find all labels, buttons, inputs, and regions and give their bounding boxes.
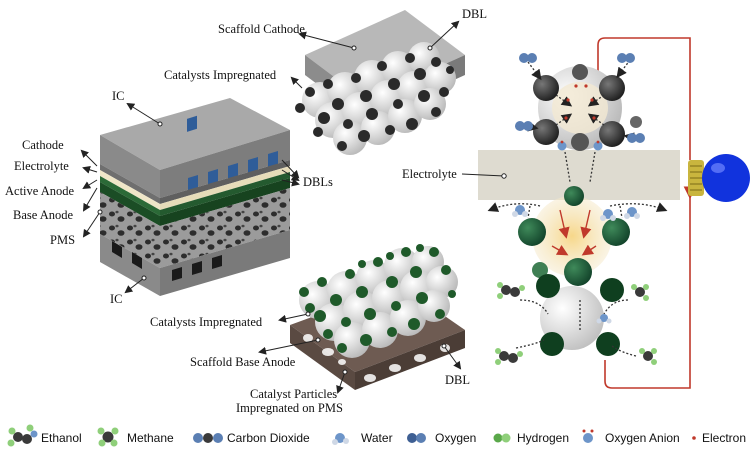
label-scaffold-base-anode: Scaffold Base Anode bbox=[190, 355, 296, 369]
cathode-catalyst bbox=[533, 75, 559, 101]
legend-label-carbon-dioxide: Carbon Dioxide bbox=[227, 431, 310, 445]
light-bulb-icon bbox=[688, 154, 750, 202]
label-dbl-top: DBL bbox=[462, 7, 487, 21]
label-ic-top: IC bbox=[112, 89, 125, 103]
fuel-molecules bbox=[495, 282, 657, 365]
hydrogen-molecule-icon bbox=[493, 433, 511, 443]
legend-label-oxygen: Oxygen bbox=[435, 431, 476, 445]
label-catalyst-particles-line2: Impregnated on PMS bbox=[236, 401, 343, 415]
scaffold-catalyst-dots bbox=[295, 53, 454, 151]
methane-molecule-icon bbox=[97, 427, 119, 447]
ic-top-front bbox=[100, 135, 160, 198]
oxygen-anion-icon bbox=[582, 429, 594, 443]
base-anode-layer bbox=[100, 182, 160, 226]
ethanol-molecule-icon bbox=[7, 424, 38, 447]
label-electrolyte: Electrolyte bbox=[14, 159, 69, 173]
carbon-dioxide-molecule-icon bbox=[193, 433, 223, 443]
oxygen-molecules-cathode bbox=[515, 53, 645, 143]
label-catalysts-impregnated-top: Catalysts Impregnated bbox=[164, 68, 277, 82]
legend: Ethanol Methane Carbon Dioxide Water Oxy… bbox=[7, 424, 746, 447]
label-active-anode: Active Anode bbox=[5, 184, 75, 198]
ic-bottom-side bbox=[160, 230, 290, 296]
ic-top-face bbox=[100, 98, 290, 170]
label-pms: PMS bbox=[50, 233, 75, 247]
legend-label-methane: Methane bbox=[127, 431, 174, 445]
label-dbls: DBLs bbox=[303, 175, 333, 189]
label-scaffold-cathode: Scaffold Cathode bbox=[218, 22, 305, 36]
legend-label-ethanol: Ethanol bbox=[41, 431, 82, 445]
label-catalysts-impregnated-bottom: Catalysts Impregnated bbox=[150, 315, 263, 329]
external-circuit bbox=[591, 37, 691, 160]
label-dbl-bottom: DBL bbox=[445, 373, 470, 387]
anode-catalyst-dots bbox=[299, 244, 456, 353]
label-base-anode: Base Anode bbox=[13, 208, 74, 222]
oxygen-anions bbox=[557, 140, 603, 151]
electron-dot-icon bbox=[692, 436, 696, 440]
cathode-channels bbox=[187, 115, 197, 132]
label-cathode: Cathode bbox=[22, 138, 64, 152]
scaffold-anode-labels: Catalysts Impregnated Scaffold Base Anod… bbox=[150, 311, 470, 415]
label-catalyst-particles-line1: Catalyst Particles bbox=[250, 387, 337, 401]
scaffold-cathode bbox=[295, 10, 465, 155]
active-anode-layer bbox=[100, 176, 160, 216]
cathode-layer bbox=[100, 164, 160, 204]
scaffold-cathode-labels: Scaffold Cathode DBL Catalysts Impregnat… bbox=[164, 7, 487, 89]
legend-label-electron: Electron bbox=[702, 431, 746, 445]
label-electrolyte-right: Electrolyte bbox=[402, 167, 457, 181]
label-ic-bottom: IC bbox=[110, 292, 123, 306]
reaction-mechanism: Electrolyte bbox=[402, 37, 750, 389]
pms-layer bbox=[100, 192, 160, 268]
oxygen-molecule-icon bbox=[407, 433, 426, 443]
legend-label-hydrogen: Hydrogen bbox=[517, 431, 569, 445]
electrolyte-layer bbox=[100, 170, 160, 210]
water-molecule-icon bbox=[332, 433, 349, 445]
water-molecules bbox=[512, 205, 640, 221]
cell-stack bbox=[100, 98, 290, 296]
cell-stack-labels: IC Cathode Electrolyte Active Anode Base… bbox=[5, 89, 333, 306]
legend-label-oxygen-anion: Oxygen Anion bbox=[605, 431, 680, 445]
legend-label-water: Water bbox=[361, 431, 393, 445]
scaffold-anode bbox=[290, 244, 465, 390]
